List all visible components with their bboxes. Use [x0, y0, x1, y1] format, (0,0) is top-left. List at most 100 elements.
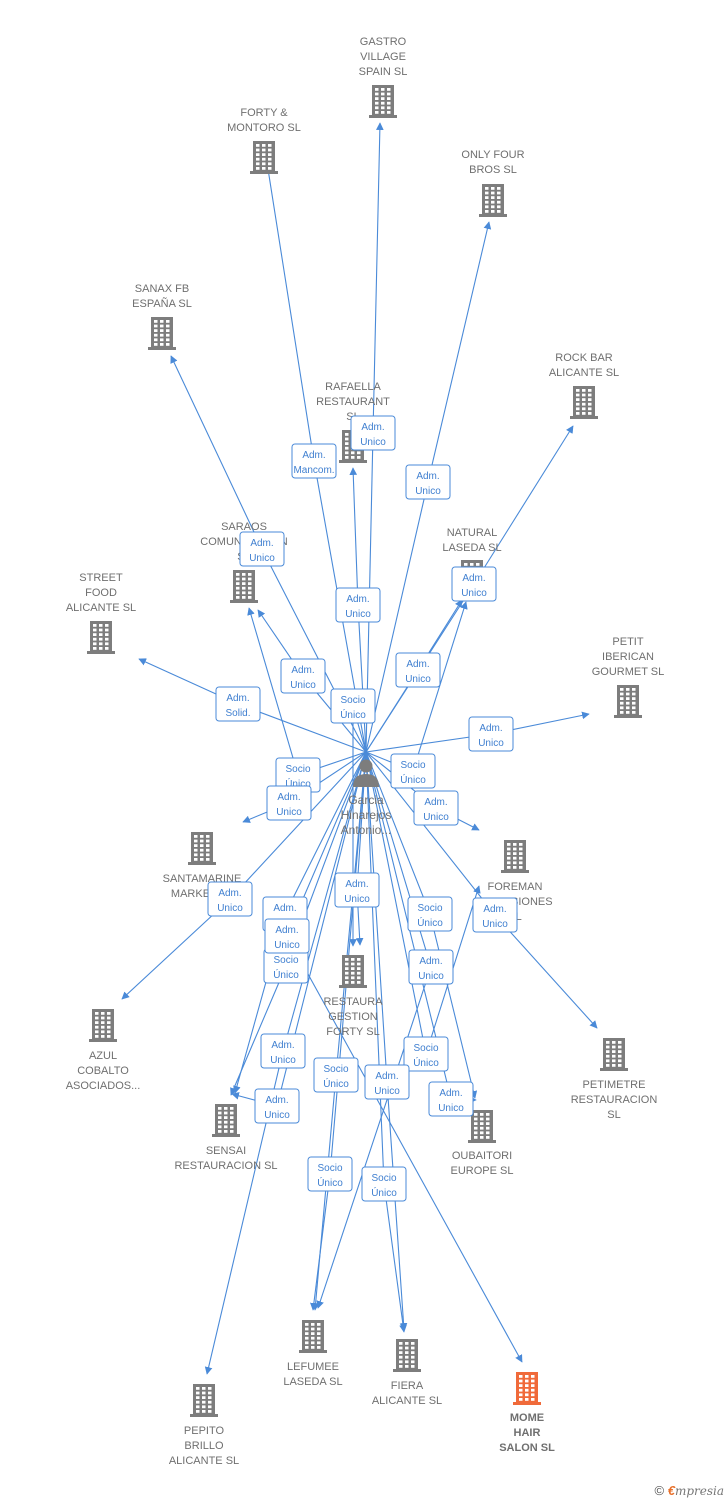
company-label-pepito: BRILLO — [184, 1440, 224, 1452]
relation-text: Unico — [290, 680, 316, 691]
relation-text: Unico — [249, 553, 275, 564]
relation-label[interactable]: Adm.Solid. — [215, 686, 261, 722]
relation-text: Unico — [415, 486, 441, 497]
company-label-petit: IBERICAN — [602, 651, 654, 663]
company-label-azul: COBALTO — [77, 1065, 129, 1077]
relation-text: Socio — [413, 1043, 438, 1054]
relation-text: Unico — [344, 894, 370, 905]
company-label-mome: SALON SL — [499, 1442, 555, 1454]
company-label-sanax: SANAX FB — [135, 283, 189, 295]
relation-label[interactable]: Adm.Unico — [405, 464, 451, 500]
relation-labels: Adm.Mancom.Adm.UnicoAdm.UnicoAdm.UnicoAd… — [207, 415, 518, 1202]
edge-fiera — [365, 751, 408, 1331]
relation-label[interactable]: Adm. Unico — [428, 1081, 474, 1117]
relation-text: Adm. — [218, 888, 241, 899]
relation-label[interactable]: Adm.Unico — [472, 897, 518, 933]
building-icon — [600, 1038, 628, 1071]
relation-text: Adm. — [462, 573, 485, 584]
relation-text: Adm. — [479, 723, 502, 734]
relation-label[interactable]: Adm.Unico — [207, 881, 253, 917]
company-label-petit: GOURMET SL — [592, 666, 665, 678]
company-label-lefumee: LASEDA SL — [283, 1376, 342, 1388]
relation-text: Socio — [273, 955, 298, 966]
company-label-gastro: VILLAGE — [360, 51, 406, 63]
company-label-pepito: PEPITO — [184, 1425, 225, 1437]
relation-text: Adm. — [361, 422, 384, 433]
company-label-street_food: FOOD — [85, 587, 117, 599]
building-icon — [250, 141, 278, 174]
relation-text: Adm. — [291, 665, 314, 676]
relation-text: Adm. — [277, 792, 300, 803]
relation-label[interactable]: Adm. Unico — [364, 1064, 410, 1100]
person-label: Garcia — [348, 793, 384, 807]
relation-label[interactable]: Adm.Unico — [260, 1033, 306, 1069]
edges — [121, 122, 598, 1375]
relation-text: Adm. — [302, 450, 325, 461]
relation-text: Unico — [482, 919, 508, 930]
company-label-rock_bar: ROCK BAR — [555, 352, 613, 364]
brand-name: mpresia — [674, 1484, 724, 1498]
company-label-gastro: GASTRO — [360, 36, 407, 48]
relation-label[interactable]: Adm.Unico — [239, 531, 285, 567]
relation-text: Único — [340, 708, 366, 721]
relation-text: Socio — [371, 1173, 396, 1184]
company-label-lefumee: LEFUMEE — [287, 1361, 339, 1373]
relation-text: Adm. — [375, 1071, 398, 1082]
relation-text: Socio — [400, 760, 425, 771]
relation-text: Unico — [374, 1086, 400, 1097]
relation-label[interactable]: Adm.Unico — [334, 872, 380, 908]
company-label-petimetre: PETIMETRE — [583, 1079, 646, 1091]
brand-initial: € — [667, 1483, 675, 1498]
relation-text: Solid. — [225, 708, 250, 719]
relation-text: Unico — [423, 812, 449, 823]
relation-text: Socio — [340, 695, 365, 706]
relation-label[interactable]: Adm. Unico — [280, 658, 326, 694]
company-label-mome: HAIR — [514, 1427, 541, 1439]
building-icon — [393, 1339, 421, 1372]
company-label-petit: PETIT — [612, 636, 643, 648]
building-icon — [299, 1320, 327, 1353]
company-label-saraos: SARAOS — [221, 521, 267, 533]
relation-text: Adm. — [273, 903, 296, 914]
relation-label[interactable]: Adm. Unico — [266, 785, 312, 821]
relation-text: Unico — [438, 1103, 464, 1114]
relation-text: Adm. — [271, 1040, 294, 1051]
company-label-natural: LASEDA SL — [442, 542, 501, 554]
relation-text: Adm. — [439, 1088, 462, 1099]
building-icon — [87, 621, 115, 654]
building-icon — [89, 1009, 117, 1042]
company-label-natural: NATURAL — [447, 527, 498, 539]
relation-label[interactable]: Adm.Unico — [395, 652, 441, 688]
building-icon — [501, 840, 529, 873]
company-label-mome: MOME — [510, 1412, 544, 1424]
relation-text: Socio — [323, 1064, 348, 1075]
relation-text: Unico — [276, 807, 302, 818]
relation-label[interactable]: Adm.Unico — [254, 1088, 300, 1124]
relation-label[interactable]: Adm.Unico — [264, 918, 310, 954]
relation-label[interactable]: Adm. Unico — [468, 716, 514, 752]
company-label-restaura: GESTION — [328, 1011, 378, 1023]
relation-text: Unico — [345, 609, 371, 620]
relation-label[interactable]: Adm.Unico — [408, 949, 454, 985]
relation-label[interactable]: Adm.Unico — [350, 415, 396, 451]
relation-label[interactable]: Adm.Mancom. — [291, 443, 337, 479]
person-label: Hinarejos — [341, 808, 392, 822]
relation-label[interactable]: Adm.Unico — [451, 566, 497, 602]
company-label-street_food: ALICANTE SL — [66, 602, 136, 614]
company-label-only_four: ONLY FOUR — [461, 149, 524, 161]
company-label-sanax: ESPAÑA SL — [132, 297, 192, 310]
relation-label[interactable]: Adm.Unico — [335, 587, 381, 623]
company-label-sensai: SENSAI — [206, 1145, 246, 1157]
relation-text: Unico — [478, 738, 504, 749]
relation-label[interactable]: Adm.Unico — [413, 790, 459, 826]
